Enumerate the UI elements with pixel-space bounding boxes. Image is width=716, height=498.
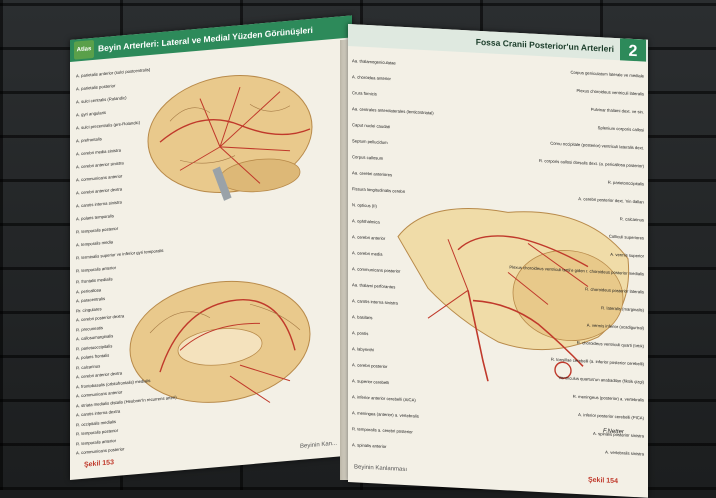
figure-label: R. parietooccipitalis: [607, 179, 644, 187]
figure-label: A. communicans anterior: [76, 173, 123, 183]
figure-label: A. cerebri posterior: [352, 362, 388, 370]
figure-label: A. cerebri media: [352, 250, 383, 257]
figure-label: A. cerebri anterior dextra: [76, 370, 123, 380]
figure-label: R. temporalis anterior: [76, 264, 117, 274]
figure-label: Rr. cingulares: [76, 305, 102, 313]
figure-label: A. ophthalmica: [352, 218, 380, 225]
right-footer: Şekil 154: [588, 476, 618, 486]
figure-label: Corpus callosum: [352, 154, 384, 161]
figure-label: A. carotis interna dextra: [76, 408, 121, 418]
figure-label: A. polaris frontalis: [76, 352, 110, 361]
figure-label: A. sulci centralis (Rolandic): [76, 95, 127, 105]
figure-label: A. inferior anterior cerebelli (AICA): [352, 394, 416, 403]
left-footer-mid: Beyinin Kan...: [300, 440, 338, 450]
figure-label: A. choroidea anterior: [352, 74, 391, 82]
left-page: Atlas Beyin Arterleri: Lateral ve Medial…: [70, 15, 352, 481]
figure-label: Aa. thalami perforantes: [352, 282, 396, 290]
chapter-number: 2: [620, 38, 646, 62]
figure-label: R. temporalis posterior: [76, 225, 119, 235]
figure-label: A. cerebri media sinistra: [76, 147, 121, 157]
figure-label: A. pontis: [352, 330, 369, 337]
figure-label: A. pericallosa: [76, 286, 102, 294]
figure-label: Aa. thalamogeniculatae: [352, 58, 396, 66]
figure-label: R. terminalis superior ve inferior gyri …: [76, 247, 164, 261]
figure-label: Cornu occipitale (posterior) ventriculi …: [550, 140, 644, 151]
figure-label: A. superior cerebelli: [352, 378, 390, 386]
figure-label: A. temporalis media: [76, 239, 114, 248]
figure-label: Caput nuclei caudati: [352, 122, 390, 130]
figure-label: A. cerebri anterior dextra: [76, 186, 123, 196]
figure-label: Aa. centrales anterolaterales (lenticost…: [352, 106, 434, 116]
lateral-brain-figure: [147, 75, 313, 201]
figure-label: R. corporis callosi dorsalis dext. (a. p…: [539, 158, 644, 169]
figure-label: Crura fornicis: [352, 90, 377, 97]
figure-label: A. communicans anterior: [76, 389, 123, 399]
figure-label: Aa. cerebri anteriores: [352, 170, 393, 178]
figure-label: A. communicans posterior: [76, 446, 125, 456]
figure-label: A. carotis interna sinistra: [352, 298, 398, 306]
figure-label: N. opticus (II): [352, 202, 377, 209]
figure-label: R. temporalis anterior: [76, 437, 117, 446]
atlas-logo: Atlas: [74, 39, 94, 60]
figure-label: A. vertebralis sinistra: [605, 449, 644, 457]
figure-label: R. temporalis a. cerebri posterior: [352, 426, 413, 435]
right-header-title: Fossa Cranii Posterior'un Arterleri: [475, 36, 614, 54]
figure-label: R. precuneatis: [76, 324, 103, 332]
figure-label: Septum pellucidum: [352, 138, 388, 146]
figure-label: A. labyrinthi: [352, 346, 374, 353]
figure-label: A. inferior posterior cerebelli (PICA): [578, 412, 644, 421]
figure-label: R. frontalis medialis: [76, 276, 113, 285]
figure-label: A. sulci precentralis (pre-Rolandic): [76, 119, 140, 131]
right-page: Fossa Cranii Posterior'un Arterleri 2 Aa…: [348, 24, 648, 498]
figure-label: Pulvinar thalami dext. ve sin.: [590, 106, 644, 115]
figure-label: Plexus choroideus ventriculi lateralis: [576, 87, 645, 97]
posterior-fossa-figure: [397, 208, 630, 382]
medial-brain-figure: [129, 280, 311, 403]
figure-label: A. carotis interna sinistra: [76, 199, 122, 209]
figure-label: A. spinalis anterior: [352, 442, 387, 450]
figure-label: A. polaris temporalis: [76, 213, 114, 222]
figure-label: A. basilaris: [352, 314, 373, 321]
figure-label: A. cerebri anterior sinistra: [76, 160, 124, 170]
figure-label: R. temporalis posterior: [76, 427, 119, 437]
figure-label: A. paracentralis: [76, 295, 106, 304]
figure-label: A. cerebri posterior dextra: [76, 313, 125, 323]
figure-label: A. gyri angularis: [76, 109, 107, 118]
figure-label: A. callosomarginalis: [76, 333, 114, 342]
figure-label: Splenium corporis callosi: [597, 125, 644, 133]
figure-label: R. parietooccipitalis: [76, 342, 113, 351]
figure-label: A. prefrontalis: [76, 136, 102, 144]
right-footer-mid: Beyinin Kanlanması: [354, 464, 408, 474]
netter-signature: F.Netter: [603, 428, 624, 436]
figure-label: Corpus geniculatum laterale ve mediale: [570, 69, 644, 79]
figure-label: A. meningea (anterior) a. vertebralis: [352, 410, 419, 419]
figure-label: A. cerebri anterior: [352, 234, 386, 241]
figure-label: R. occipitalis medialis: [76, 418, 117, 427]
left-footer: Şekil 153: [84, 459, 114, 469]
figure-label: R. meningeus (posterior) a. vertebralis: [572, 393, 644, 403]
figure-label: A. parietalis posterior: [76, 83, 116, 92]
figure-label: R. calcarinus: [76, 362, 101, 370]
